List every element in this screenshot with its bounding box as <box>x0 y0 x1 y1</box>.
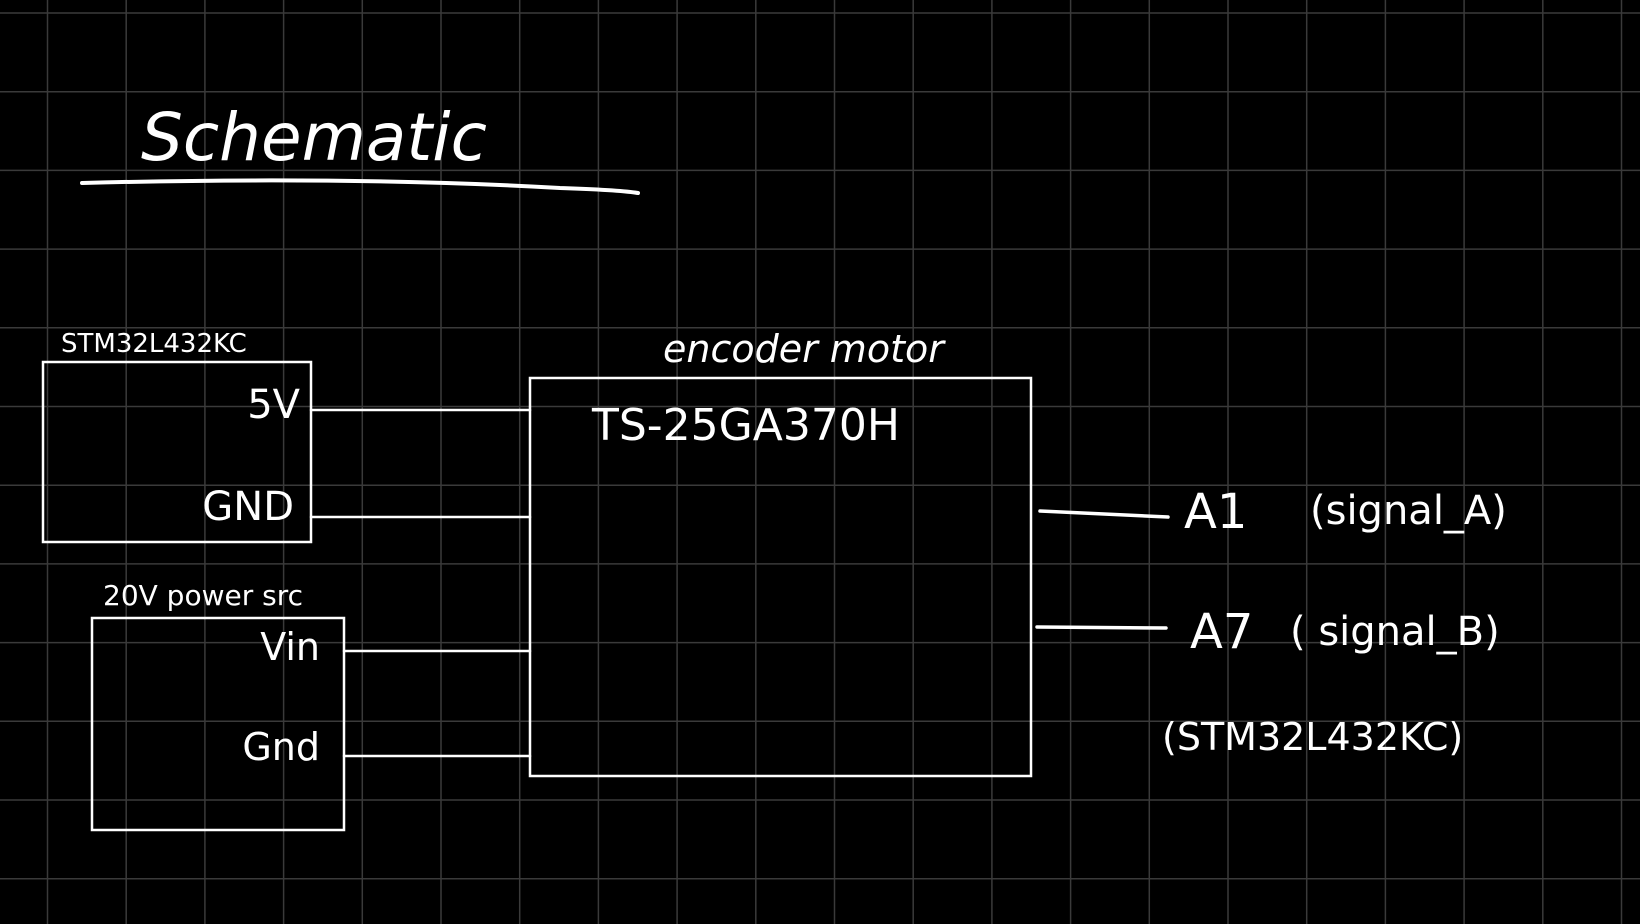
mcu-box <box>41 360 313 544</box>
title: Schematic <box>141 99 487 176</box>
power-label: 20V power src <box>103 579 303 612</box>
output-signal-a: (signal_A) <box>1310 488 1507 534</box>
motor-model: TS-25GA370H <box>591 400 900 451</box>
outputs-target: (STM32L432KC) <box>1162 715 1463 759</box>
power-box <box>90 616 346 832</box>
wire-a1 <box>1038 509 1170 519</box>
output-pin-a1: A1 <box>1184 484 1247 540</box>
motor-label: encoder motor <box>663 327 946 371</box>
power-pin-gnd: Gnd <box>242 725 320 769</box>
wire-a7 <box>1035 625 1168 630</box>
output-pin-a7: A7 <box>1190 604 1253 660</box>
mcu-label: STM32L432KC <box>61 329 247 359</box>
mcu-pin-5v: 5V <box>247 382 300 428</box>
mcu-pin-gnd: GND <box>202 484 294 530</box>
motor-box <box>528 376 1033 778</box>
power-pin-vin: Vin <box>260 625 320 669</box>
title-underline <box>80 178 640 195</box>
output-signal-b: ( signal_B) <box>1290 609 1500 655</box>
